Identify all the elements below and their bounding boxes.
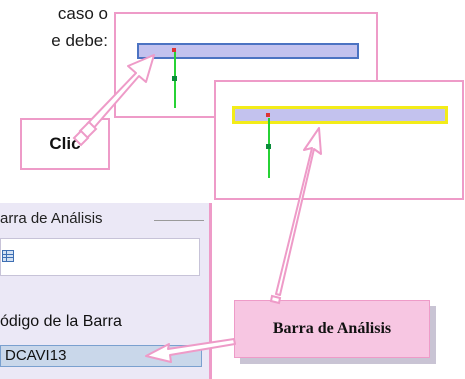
click-label: Clic	[49, 134, 81, 153]
body-text-line-1: caso o	[57, 4, 108, 23]
body-text-line-2: e debe:	[51, 31, 108, 50]
window-toolbar	[0, 238, 200, 276]
diagram-panel-selected	[214, 80, 464, 200]
analysis-bar-unselected[interactable]	[137, 43, 359, 59]
window-title: arra de Análisis	[0, 210, 103, 227]
body-text: caso o e debe:	[0, 0, 108, 54]
stem-handle[interactable]	[172, 76, 177, 81]
grid-icon[interactable]	[2, 250, 14, 262]
bar-anchor-dot	[172, 48, 176, 52]
click-instruction-box: Clic	[20, 118, 110, 170]
bar-anchor-dot	[266, 113, 270, 117]
stem-handle[interactable]	[266, 144, 271, 149]
list-item[interactable]: DCAVI13	[0, 345, 202, 367]
analysis-bar-selected[interactable]	[232, 106, 448, 124]
callout-label: Barra de Análisis	[272, 320, 392, 337]
title-divider	[154, 220, 204, 221]
analysis-bar-callout: Barra de Análisis	[234, 300, 430, 358]
column-header-code[interactable]: ódigo de la Barra	[0, 313, 122, 330]
